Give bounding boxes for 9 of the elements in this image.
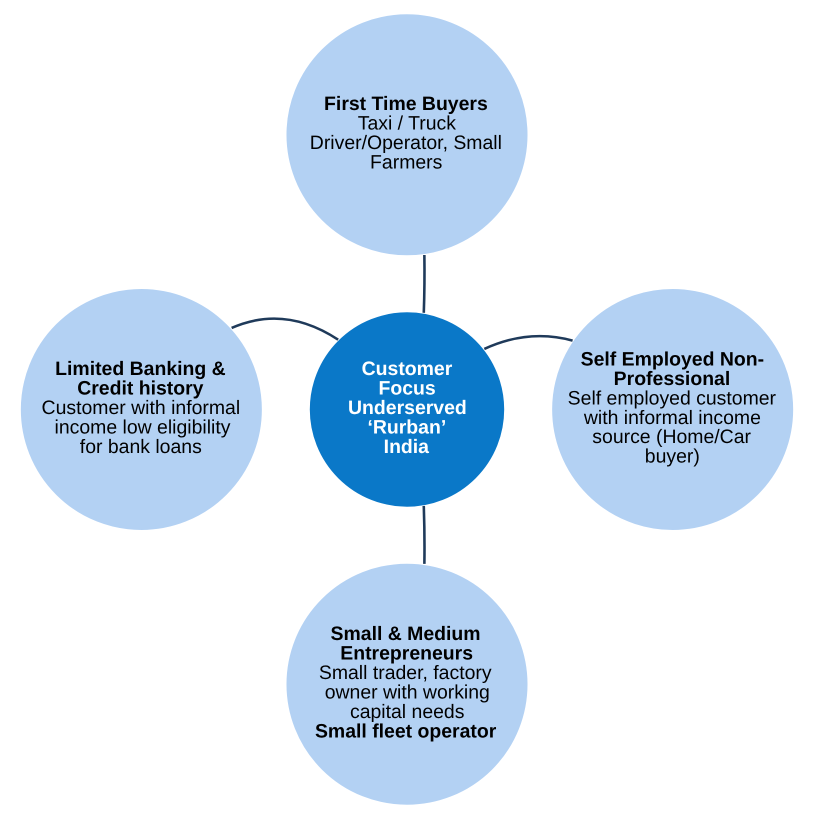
node-circle: First Time Buyers Taxi / Truck Driver/Operator, Small Farmers [285,12,529,257]
node-circle: Self Employed Non-Professional Self employed customer with informal income source (Home/Car buyer) [550,288,794,532]
connector [484,334,573,350]
node-circle: Limited Banking & Credit history Customer with informal income low eligibility for bank loans [20,288,264,532]
connector [422,506,426,564]
node-circle: Customer Focus Underserved ‘Rurban’ India [308,311,506,508]
connector [231,317,339,341]
node-circle: Small & Medium Entrepreneurs Small trader, factory owner with working capital needs Small fleet operator [285,562,529,806]
connector [422,255,426,313]
